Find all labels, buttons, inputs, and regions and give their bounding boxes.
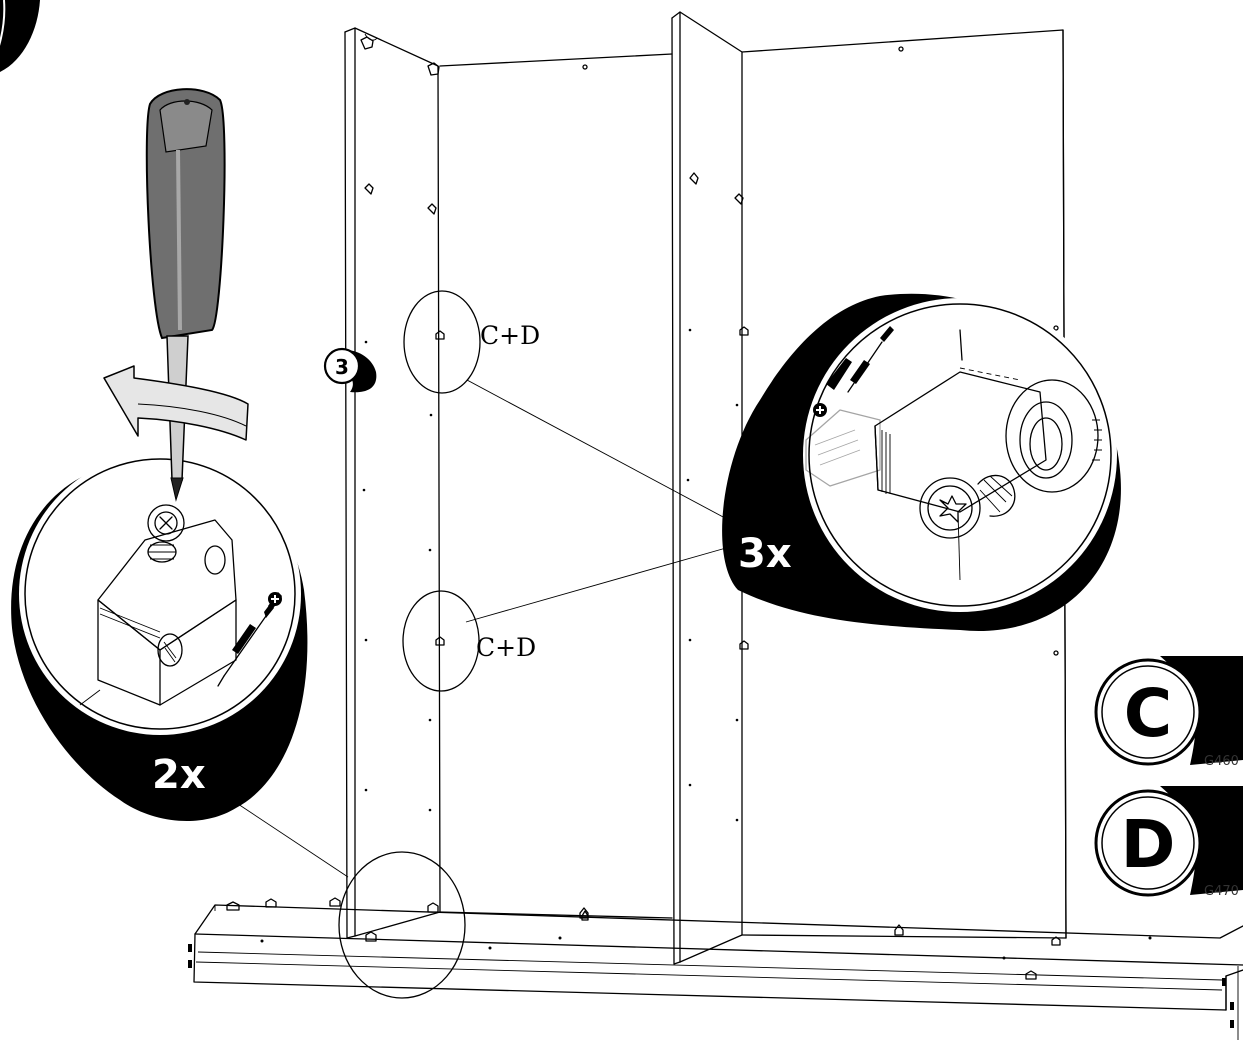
left-side-panel	[344, 27, 445, 942]
part-legend-d: D G470	[1094, 786, 1243, 899]
phillips-screwdriver-icon	[813, 326, 894, 417]
back-panel-left	[439, 53, 673, 921]
cam-lock-fitting-icon	[79, 504, 237, 706]
upper-cd-label: C+D	[480, 321, 540, 350]
right-detail-callout: 3x	[722, 293, 1121, 631]
cam-fitting-icon	[874, 329, 1102, 581]
lower-cd-label: C+D	[476, 633, 536, 662]
base-plinth	[188, 897, 1243, 1040]
step-number: 3	[335, 355, 349, 379]
left-detail-callout: 2x	[11, 453, 308, 822]
left-quantity-badge: 2x	[152, 752, 206, 798]
part-legend-c: C G460	[1094, 656, 1243, 769]
part-letter-c: C	[1124, 675, 1172, 752]
step-badge: 3	[323, 347, 377, 393]
phillips-screwdriver-icon	[217, 592, 282, 687]
part-code-d: G470	[1204, 884, 1239, 899]
prev-step-fragment	[0, 0, 40, 72]
screwdriver-icon	[145, 88, 226, 502]
part-code-c: G460	[1204, 754, 1239, 769]
rotation-arrow-icon	[103, 365, 249, 441]
part-letter-d: D	[1121, 806, 1176, 883]
right-quantity-badge: 3x	[738, 531, 792, 577]
callout-circles	[231, 290, 727, 999]
